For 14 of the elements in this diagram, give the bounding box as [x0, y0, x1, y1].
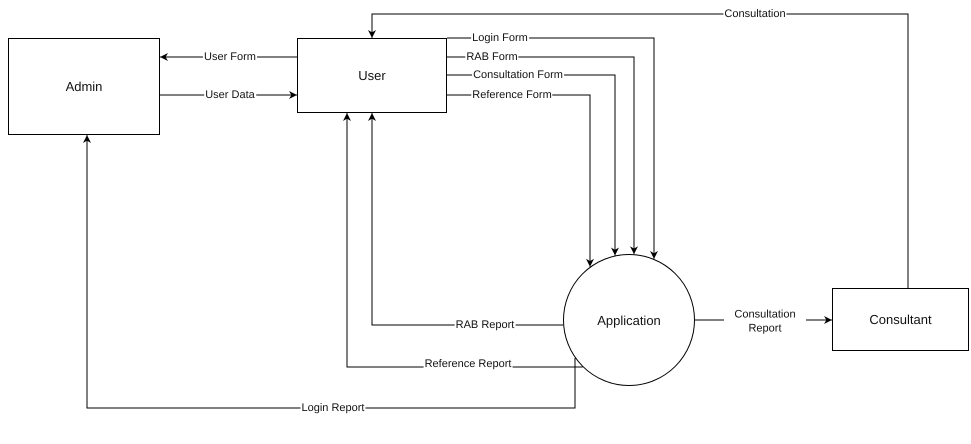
node-label: Admin — [66, 79, 102, 94]
edge-label: Reference Report — [424, 356, 512, 372]
edge-label: RAB Report — [454, 318, 516, 332]
edge-label: Consultation Report — [724, 308, 806, 336]
node-label: Application — [597, 312, 661, 328]
entity-box — [8, 38, 160, 135]
entity-box — [297, 38, 447, 113]
edge-label: Login Report — [300, 400, 366, 416]
entity-box — [832, 288, 969, 351]
node-label: Consultant — [869, 312, 932, 327]
node-label: User — [358, 68, 386, 83]
arrow — [83, 134, 576, 408]
edge-label: Login Form — [471, 30, 529, 46]
arrow — [368, 14, 908, 288]
